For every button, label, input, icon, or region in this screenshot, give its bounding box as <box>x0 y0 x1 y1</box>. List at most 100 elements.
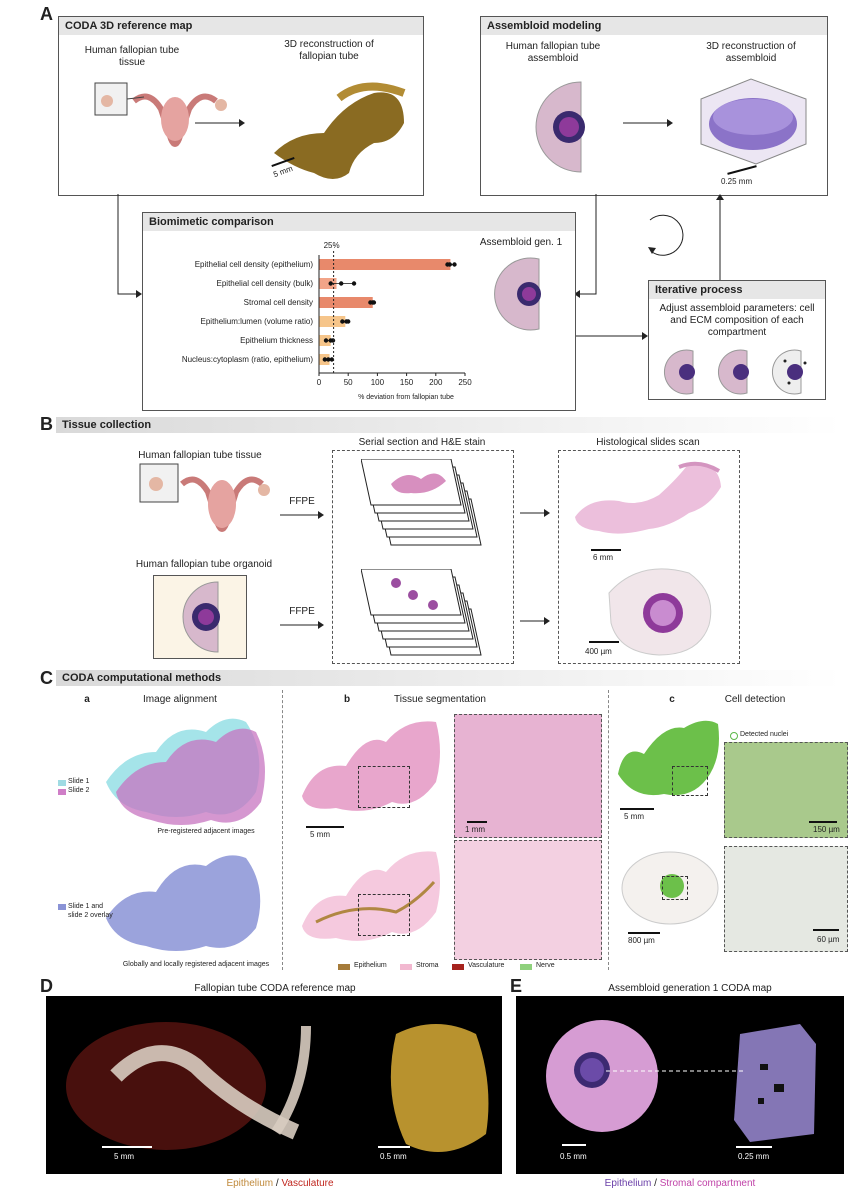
detected-cells-organoid <box>621 851 719 925</box>
legend-stroma: Stroma <box>416 962 439 969</box>
cell-detection-title: Cell detection <box>724 694 786 705</box>
scale-label: 60 µm <box>817 935 840 944</box>
panel-letter-e: E <box>510 976 523 996</box>
caption-epithelium: Epithelium <box>604 1178 652 1189</box>
data-point <box>346 319 351 324</box>
scale-bar <box>306 826 344 828</box>
legend-swatch <box>338 964 350 970</box>
arrow-icon <box>280 511 324 519</box>
bar <box>319 278 337 289</box>
assembloid-recon-label: 3D reconstruction of assembloid <box>706 41 796 64</box>
connector-dashed-line <box>606 1070 746 1072</box>
registered-label: Globally and locally registered adjacent… <box>122 961 270 968</box>
slide1-label: Slide 1 <box>68 778 90 785</box>
assembloid-label: Human fallopian tube assembloid <box>505 41 601 64</box>
legend-swatch <box>452 964 464 970</box>
coda-reference-map-render: 5 mm 0.5 mm <box>46 996 502 1174</box>
ffpe-label-1: FFPE <box>289 496 315 507</box>
deviation-bar-chart: Epithelial cell density (epithelium) Epit… <box>182 241 472 401</box>
scanned-organoid-slide <box>608 568 712 656</box>
scale-bar <box>736 1146 772 1148</box>
pre-registered-label: Pre-registered adjacent images <box>157 828 255 835</box>
assembloid-variants <box>663 349 807 395</box>
caption-stromal: Stromal compartment <box>659 1178 756 1189</box>
organoid-label: Human fallopian tube organoid <box>135 559 273 570</box>
scale-bar <box>620 808 654 810</box>
arrow-icon <box>623 119 673 127</box>
category-label: Epithelial cell density (epithelium) <box>195 260 314 269</box>
legend-epithelium: Epithelium <box>354 962 387 969</box>
panel-d-title: Fallopian tube CODA reference map <box>194 983 356 994</box>
scale-bar <box>628 932 660 934</box>
scale-label: 150 µm <box>813 825 840 834</box>
scale-label: 5 mm <box>624 812 644 821</box>
fallopian-tube-3d-reconstruction <box>274 82 406 179</box>
scale-label: 0.25 mm <box>721 177 753 186</box>
serial-section-label: Serial section and H&E stain <box>358 437 486 448</box>
cell-zoom-panel-1: 150 µm <box>724 742 848 838</box>
x-tick-label: 0 <box>317 378 322 387</box>
legend-vasculature: Vasculature <box>468 962 505 969</box>
data-point <box>340 319 345 324</box>
panel-e-title: Assembloid generation 1 CODA map <box>608 983 772 994</box>
legend-swatch-overlay <box>58 904 66 910</box>
sub-letter-c: c <box>669 694 675 705</box>
sub-letter-b: b <box>343 694 351 705</box>
uterus-illustration <box>94 82 227 147</box>
epithelium-render <box>390 1024 489 1152</box>
zoom-region-box <box>672 766 708 796</box>
assembloid-sphere-render <box>546 1020 658 1132</box>
zoom-region-box <box>358 894 410 936</box>
assembloid-epithelium-render <box>734 1024 816 1142</box>
assembloid-map-render: 0.5 mm 0.25 mm <box>516 996 844 1174</box>
assembloid-gen-label: Assembloid gen. 1 <box>479 237 563 248</box>
scale-bar <box>102 1146 152 1148</box>
slide2-label: Slide 2 <box>68 787 90 794</box>
panel-letter-b: B <box>40 414 53 434</box>
computational-methods-title: CODA computational methods <box>56 670 842 686</box>
tissue-segmentation-title: Tissue segmentation <box>394 694 486 705</box>
scale-label: 5 mm <box>310 830 330 839</box>
x-tick-label: 100 <box>371 378 385 387</box>
stacked-slides-tissue <box>361 459 482 546</box>
column-divider <box>608 690 609 970</box>
scale-bar <box>378 1146 410 1148</box>
category-label: Stromal cell density <box>244 298 313 307</box>
scale-bar <box>813 929 839 931</box>
tissue-collection-title: Tissue collection <box>56 417 842 433</box>
panel-d-caption: Epithelium / Vasculature <box>180 1178 380 1190</box>
category-label: Nucleus:cytoplasm (ratio, epithelium) <box>182 355 313 364</box>
panel-letter-d: D <box>40 976 53 996</box>
panel-letter-c: C <box>40 668 53 688</box>
category-label: Epithelium thickness <box>240 336 313 345</box>
column-divider <box>282 690 283 970</box>
x-tick-label: 200 <box>429 378 443 387</box>
segmentation-zoom-panel <box>454 840 602 960</box>
detected-nuclei-legend-icon <box>730 732 738 740</box>
arrow-icon <box>520 617 550 625</box>
zoom-region-box <box>358 766 410 808</box>
sub-letter-a: a <box>84 694 90 705</box>
overlay-label: Slide 1 and slide 2 overlay <box>68 903 113 919</box>
scale-label: 800 µm <box>628 936 655 945</box>
bar <box>319 297 373 308</box>
x-axis-label: % deviation from fallopian tube <box>358 394 454 401</box>
registered-overlay-image <box>106 855 261 951</box>
legend-nerve: Nerve <box>536 962 555 969</box>
scale-bar <box>809 821 837 823</box>
data-point <box>329 357 335 362</box>
image-alignment-title: Image alignment <box>143 694 217 705</box>
scale-label: 0.5 mm <box>560 1152 587 1161</box>
biomimetic-box-title: Biomimetic comparison <box>143 213 575 231</box>
scale-label: 1 mm <box>465 825 485 834</box>
serial-section-box <box>332 450 514 664</box>
fallopian-tube-render <box>66 1022 311 1150</box>
pre-registered-images <box>106 718 265 825</box>
category-label: Epithelial cell density (bulk) <box>217 279 314 288</box>
tissue-label-b: Human fallopian tube tissue <box>138 450 262 461</box>
organoid-illustration <box>182 581 220 653</box>
biomimetic-comparison-box: Biomimetic comparison Epithelial cell de… <box>142 212 576 411</box>
scale-label: 5 mm <box>114 1152 134 1161</box>
scale-bar <box>591 549 621 551</box>
caption-separator: / <box>273 1178 282 1189</box>
